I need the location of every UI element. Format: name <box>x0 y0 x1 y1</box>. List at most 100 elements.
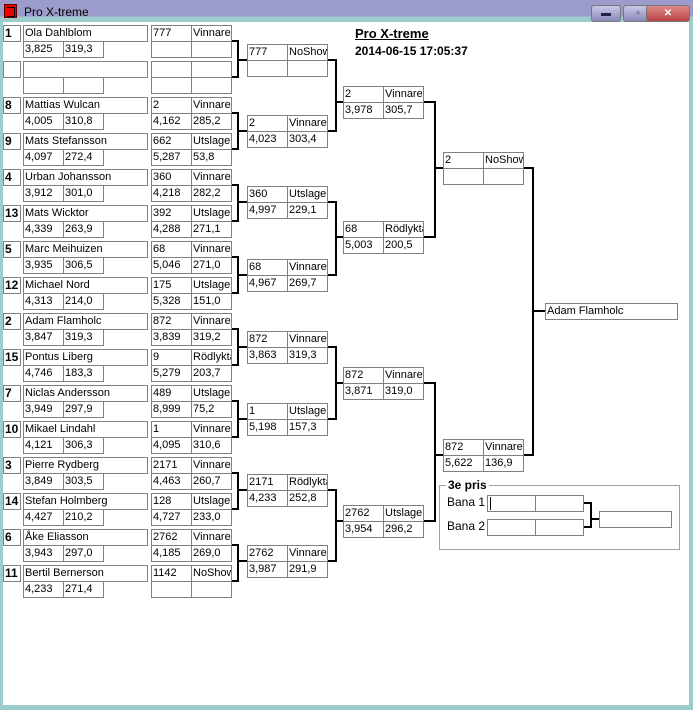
speed[interactable]: 297,0 <box>63 545 104 562</box>
close-button[interactable]: ✕ <box>646 5 690 22</box>
reaction-time[interactable]: 5,622 <box>443 455 484 472</box>
lane-number[interactable]: 9 <box>151 349 192 366</box>
match-result[interactable]: Vinnare <box>383 86 424 103</box>
lane-2-input-a[interactable] <box>487 519 536 536</box>
reaction-time[interactable] <box>247 60 288 77</box>
speed[interactable]: 305,7 <box>383 102 424 119</box>
reaction-time[interactable]: 3,912 <box>23 185 64 202</box>
lane-number[interactable]: 1 <box>151 421 192 438</box>
speed[interactable]: 285,2 <box>191 113 232 130</box>
speed[interactable]: 272,4 <box>63 149 104 166</box>
reaction-time[interactable] <box>151 41 192 58</box>
reaction-time[interactable]: 4,746 <box>23 365 64 382</box>
reaction-time[interactable]: 3,935 <box>23 257 64 274</box>
player-name[interactable]: Ola Dahlblom <box>23 25 148 42</box>
speed[interactable]: 233,0 <box>191 509 232 526</box>
reaction-time[interactable]: 4,288 <box>151 221 192 238</box>
speed[interactable]: 319,3 <box>63 329 104 346</box>
reaction-time[interactable]: 4,162 <box>151 113 192 130</box>
player-name[interactable]: Mats Stefansson <box>23 133 148 150</box>
reaction-time[interactable]: 4,727 <box>151 509 192 526</box>
reaction-time[interactable]: 5,287 <box>151 149 192 166</box>
reaction-time[interactable]: 4,185 <box>151 545 192 562</box>
speed[interactable]: 203,7 <box>191 365 232 382</box>
match-result[interactable]: NoShow <box>191 565 232 582</box>
player-name[interactable]: Michael Nord <box>23 277 148 294</box>
speed[interactable]: 319,0 <box>383 383 424 400</box>
speed[interactable]: 183,3 <box>63 365 104 382</box>
player-name[interactable]: Pierre Rydberg <box>23 457 148 474</box>
lane-number[interactable]: 872 <box>443 439 484 456</box>
speed[interactable]: 310,8 <box>63 113 104 130</box>
speed[interactable]: 263,9 <box>63 221 104 238</box>
seed-number[interactable]: 5 <box>3 241 21 258</box>
speed[interactable]: 291,9 <box>287 561 328 578</box>
reaction-time[interactable]: 5,328 <box>151 293 192 310</box>
lane-number[interactable] <box>151 61 192 78</box>
match-result[interactable]: Utslagen <box>191 277 232 294</box>
seed-number[interactable]: 9 <box>3 133 21 150</box>
speed[interactable] <box>191 41 232 58</box>
speed[interactable]: 296,2 <box>383 521 424 538</box>
reaction-time[interactable]: 3,825 <box>23 41 64 58</box>
speed[interactable]: 310,6 <box>191 437 232 454</box>
lane-number[interactable]: 2762 <box>151 529 192 546</box>
speed[interactable] <box>63 77 104 94</box>
player-name[interactable]: Urban Johansson <box>23 169 148 186</box>
seed-number[interactable]: 12 <box>3 277 21 294</box>
reaction-time[interactable]: 4,121 <box>23 437 64 454</box>
speed[interactable]: 319,3 <box>63 41 104 58</box>
reaction-time[interactable]: 8,999 <box>151 401 192 418</box>
speed[interactable]: 271,0 <box>191 257 232 274</box>
speed[interactable]: 53,8 <box>191 149 232 166</box>
third-place-winner[interactable] <box>599 511 672 528</box>
speed[interactable]: 306,5 <box>63 257 104 274</box>
player-name[interactable]: Niclas Andersson <box>23 385 148 402</box>
lane-number[interactable]: 1142 <box>151 565 192 582</box>
reaction-time[interactable]: 4,463 <box>151 473 192 490</box>
speed[interactable]: 260,7 <box>191 473 232 490</box>
lane-number[interactable]: 872 <box>151 313 192 330</box>
reaction-time[interactable]: 4,218 <box>151 185 192 202</box>
lane-number[interactable]: 68 <box>343 221 384 238</box>
speed[interactable]: 214,0 <box>63 293 104 310</box>
reaction-time[interactable] <box>151 581 192 598</box>
speed[interactable]: 319,2 <box>191 329 232 346</box>
match-result[interactable]: Vinnare <box>191 25 232 42</box>
reaction-time[interactable]: 3,978 <box>343 102 384 119</box>
match-result[interactable]: Utslagen <box>191 205 232 222</box>
match-result[interactable]: Vinnare <box>191 529 232 546</box>
speed[interactable]: 319,3 <box>287 347 328 364</box>
lane-number[interactable]: 2 <box>443 152 484 169</box>
lane-number[interactable]: 2 <box>247 115 288 132</box>
seed-number[interactable]: 1 <box>3 25 21 42</box>
seed-number[interactable]: 6 <box>3 529 21 546</box>
lane-number[interactable]: 2762 <box>343 505 384 522</box>
lane-2-input-b[interactable] <box>535 519 584 536</box>
speed[interactable]: 301,0 <box>63 185 104 202</box>
lane-number[interactable]: 392 <box>151 205 192 222</box>
seed-number[interactable]: 13 <box>3 205 21 222</box>
lane-number[interactable]: 68 <box>151 241 192 258</box>
lane-1-input-a[interactable] <box>487 495 536 512</box>
reaction-time[interactable]: 4,095 <box>151 437 192 454</box>
match-result[interactable]: Utslagen <box>287 403 328 420</box>
reaction-time[interactable]: 4,097 <box>23 149 64 166</box>
speed[interactable]: 229,1 <box>287 202 328 219</box>
seed-number[interactable]: 7 <box>3 385 21 402</box>
lane-number[interactable]: 128 <box>151 493 192 510</box>
lane-number[interactable]: 68 <box>247 259 288 276</box>
lane-number[interactable]: 777 <box>151 25 192 42</box>
speed[interactable] <box>191 581 232 598</box>
match-result[interactable]: Utslagen <box>191 133 232 150</box>
player-name[interactable] <box>23 61 148 78</box>
reaction-time[interactable]: 4,233 <box>247 490 288 507</box>
reaction-time[interactable]: 4,313 <box>23 293 64 310</box>
match-result[interactable]: Utslagen <box>191 493 232 510</box>
reaction-time[interactable]: 4,005 <box>23 113 64 130</box>
match-result[interactable]: Utslagen <box>287 186 328 203</box>
player-name[interactable]: Mats Wicktor <box>23 205 148 222</box>
match-result[interactable]: Rödlykta <box>191 349 232 366</box>
match-result[interactable]: Vinnare <box>191 169 232 186</box>
lane-number[interactable]: 872 <box>343 367 384 384</box>
